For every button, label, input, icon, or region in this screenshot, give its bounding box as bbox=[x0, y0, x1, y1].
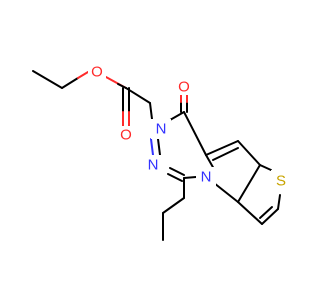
atom-label-o-carbonyl-ester: O bbox=[120, 127, 132, 144]
bond-ethyl-ch2 bbox=[162, 197, 185, 214]
bond-s-c2 bbox=[277, 194, 281, 210]
bond-c3-c3a bbox=[237, 201, 263, 225]
bond-co-c8a bbox=[183, 111, 207, 156]
bond-layer bbox=[32, 70, 281, 241]
bond-ch2-n bbox=[149, 102, 153, 120]
bond-n-n bbox=[157, 138, 161, 156]
bond-c2-c3-inner bbox=[259, 206, 273, 219]
bond-c2-c3 bbox=[261, 208, 279, 225]
atom-label-layer: O O O N N N S bbox=[88, 62, 291, 192]
bond-carbonylc-ch2 bbox=[125, 87, 151, 104]
bond-c9-c9a bbox=[237, 140, 261, 166]
bond-c9a-c3a bbox=[237, 164, 261, 203]
bond-c9a-s bbox=[259, 164, 272, 171]
bond-ethyl-ch3-ch2 bbox=[32, 70, 63, 89]
bond-c-npyrrole bbox=[183, 176, 197, 179]
atom-label-s-thiophene: S bbox=[276, 173, 286, 190]
bond-c8a-c9-inner bbox=[212, 147, 239, 161]
bond-cn-b bbox=[167, 173, 183, 182]
bond-cn-a bbox=[169, 167, 185, 176]
bond-npyrrole-c8a bbox=[205, 154, 215, 170]
atom-label-o-ring-carbonyl: O bbox=[178, 79, 190, 96]
bond-o-carbonylc bbox=[117, 83, 127, 89]
bond-n-n-double bbox=[150, 138, 154, 156]
bond-n-co bbox=[169, 111, 185, 121]
bond-c3a-npyrrole bbox=[213, 182, 239, 203]
atom-label-n-pyrrole: N bbox=[201, 169, 212, 186]
bond-ch2-o bbox=[61, 77, 79, 89]
bond-c8a-c9 bbox=[205, 140, 239, 156]
bond-ch2-o-red bbox=[77, 71, 89, 79]
atom-label-o-ester: O bbox=[91, 64, 103, 81]
atom-label-n-amide: N bbox=[156, 121, 167, 138]
atom-label-n-imine: N bbox=[148, 157, 159, 174]
molecule-structure: O O O N N N S bbox=[32, 62, 291, 241]
